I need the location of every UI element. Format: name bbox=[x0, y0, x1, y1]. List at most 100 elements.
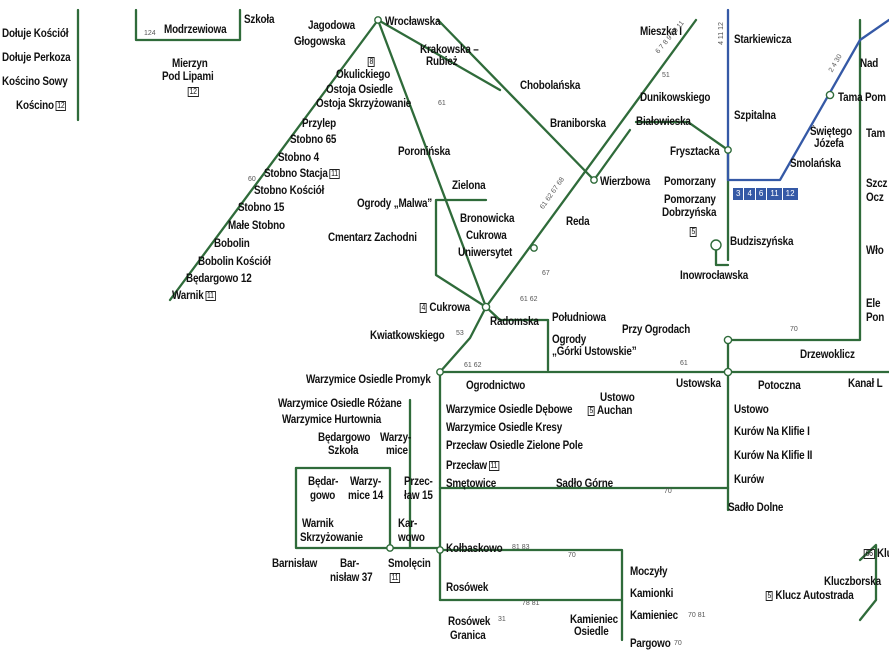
stop-barnislaw37-2[interactable]: nisław 37 bbox=[330, 572, 373, 584]
stop-warnik-skrz-2[interactable]: Skrzyżowanie bbox=[300, 532, 363, 544]
stop-kamieniec-osiedle-2[interactable]: Osiedle bbox=[574, 626, 609, 638]
stop-moczyly[interactable]: Moczyły bbox=[630, 566, 668, 578]
interchange-tama-pom[interactable] bbox=[825, 90, 835, 100]
stop-male-stobno[interactable]: Małe Stobno bbox=[228, 220, 285, 232]
stop-stobno4[interactable]: Stobno 4 bbox=[278, 152, 319, 164]
stop-doluje-perkoza[interactable]: Dołuje Perkoza bbox=[2, 52, 71, 64]
stop-kolbaskowo[interactable]: Kołbaskowo bbox=[446, 543, 503, 555]
stop-karwowo-1[interactable]: Kar- bbox=[398, 518, 418, 530]
stop-starkiewicza[interactable]: Starkiewicza bbox=[734, 34, 792, 46]
stop-barnislaw37-1[interactable]: Bar- bbox=[340, 558, 360, 570]
stop-ostoja-skrzyzowanie[interactable]: Ostoja Skrzyżowanie bbox=[316, 98, 412, 110]
stop-bronowicka-2[interactable]: Cukrowa bbox=[466, 230, 507, 242]
stop-bobolin-kosciol[interactable]: Bobolin Kościół bbox=[198, 256, 271, 268]
interchange-frysztacka[interactable] bbox=[724, 146, 732, 154]
stop-rosowek[interactable]: Rosówek bbox=[446, 582, 489, 594]
stop-wierzbowa[interactable]: Wierzbowa bbox=[600, 176, 651, 188]
stop-kurow-klifie1[interactable]: Kurów Na Klifie I bbox=[734, 426, 810, 438]
interchange-wierzbowa[interactable] bbox=[590, 176, 598, 184]
stop-bedargowo-szkola-1[interactable]: Będargowo bbox=[318, 432, 371, 444]
stop-bedargowo-1[interactable]: Będar- bbox=[308, 476, 339, 488]
stop-kurow-klifie2[interactable]: Kurów Na Klifie II bbox=[734, 450, 813, 462]
stop-glogowska[interactable]: Głogowska bbox=[294, 36, 346, 48]
stop-mierzyn-1[interactable]: Mierzyn bbox=[172, 58, 208, 70]
stop-rosowek-granica-2[interactable]: Granica bbox=[450, 630, 486, 642]
stop-rosowek-granica-1[interactable]: Rosówek bbox=[448, 616, 491, 628]
stop-bedargowo12[interactable]: Będargowo 12 bbox=[186, 273, 252, 285]
stop-frysztacka[interactable]: Frysztacka bbox=[670, 146, 720, 158]
stop-wlo[interactable]: Wło bbox=[866, 245, 884, 257]
stop-bedargowo-2[interactable]: gowo bbox=[310, 490, 336, 502]
stop-szcz-1[interactable]: Szcz bbox=[866, 178, 888, 190]
stop-warnik-skrz-1[interactable]: Warnik bbox=[302, 518, 334, 530]
stop-warzymice14-1[interactable]: Warzy- bbox=[350, 476, 382, 488]
stop-drzewolicz[interactable]: Drzewoklicz bbox=[800, 349, 855, 361]
stop-sadlo-dolne[interactable]: Sadło Dolne bbox=[728, 502, 784, 514]
stop-ele-2[interactable]: Pon bbox=[866, 312, 885, 324]
stop-nad[interactable]: Nad bbox=[860, 58, 879, 70]
interchange-smolecin[interactable] bbox=[386, 544, 394, 552]
stop-przeclaw15-1[interactable]: Przec- bbox=[404, 476, 433, 488]
interchange-budziszynska[interactable] bbox=[710, 239, 722, 251]
stop-braniborska[interactable]: Braniborska bbox=[550, 118, 606, 130]
stop-jagodowa[interactable]: Jagodowa bbox=[308, 20, 355, 32]
stop-sadlo-gorne[interactable]: Sadło Górne bbox=[556, 478, 613, 490]
stop-modrzewiowa[interactable]: Modrzewiowa bbox=[164, 24, 227, 36]
stop-krakowska-2[interactable]: Rubież bbox=[426, 56, 458, 68]
stop-warzymice-kresy[interactable]: Warzymice Osiedle Kresy bbox=[446, 422, 563, 434]
interchange-warzymice-promyk[interactable] bbox=[436, 368, 444, 376]
stop-potoczna[interactable]: Potoczna bbox=[758, 380, 801, 392]
stop-koscino-sowy[interactable]: Kościno Sowy bbox=[2, 76, 68, 88]
stop-swietego-jozefa-2[interactable]: Józefa bbox=[814, 138, 844, 150]
stop-swietego-jozefa-1[interactable]: Świętego bbox=[810, 126, 853, 138]
stop-ogrody-malwa[interactable]: Ogrody „Malwa” bbox=[357, 198, 433, 210]
stop-pomorzany-dobrzynska-2[interactable]: Dobrzyńska bbox=[662, 207, 717, 219]
stop-mierzyn-2[interactable]: Pod Lipami bbox=[162, 71, 214, 83]
stop-pomorzany-dobrzynska-1[interactable]: Pomorzany bbox=[664, 194, 716, 206]
stop-chobolanska[interactable]: Chobolańska bbox=[520, 80, 581, 92]
interchange-reda[interactable] bbox=[530, 244, 538, 252]
stop-szpitalna[interactable]: Szpitalna bbox=[734, 110, 776, 122]
stop-cukrowa[interactable]: 4 Cukrowa bbox=[419, 302, 470, 314]
stop-przy-ogrodach[interactable]: Przy Ogrodach bbox=[622, 324, 691, 336]
stop-kanal[interactable]: Kanał L bbox=[848, 378, 883, 390]
stop-bialowieska[interactable]: Białowieska bbox=[636, 116, 691, 128]
stop-dunikowskiego[interactable]: Dunikowskiego bbox=[640, 92, 711, 104]
stop-bobolin[interactable]: Bobolin bbox=[214, 238, 250, 250]
stop-ogrodnictwo[interactable]: Ogrodnictwo bbox=[466, 380, 526, 392]
interchange-przy-ogrodach[interactable] bbox=[723, 335, 733, 345]
stop-bronowicka-1[interactable]: Bronowicka bbox=[460, 213, 515, 225]
interchange-ustowska[interactable] bbox=[723, 367, 733, 377]
stop-tam[interactable]: Tam bbox=[866, 128, 886, 140]
stop-smolecin[interactable]: Smolęcin bbox=[388, 558, 431, 570]
stop-bedargowo-szkola-2[interactable]: Szkoła bbox=[328, 445, 359, 457]
stop-reda[interactable]: Reda bbox=[566, 216, 590, 228]
stop-stobno-kosciol[interactable]: Stobno Kościół bbox=[254, 185, 325, 197]
interchange-kolbaskowo[interactable] bbox=[436, 546, 444, 554]
stop-kwiatkowskiego[interactable]: Kwiatkowskiego bbox=[370, 330, 445, 342]
stop-zielona[interactable]: Zielona bbox=[452, 180, 486, 192]
stop-klucz-autostrada[interactable]: 5 Klucz Autostrada bbox=[765, 590, 854, 602]
stop-kurow[interactable]: Kurów bbox=[734, 474, 764, 486]
stop-pargowo[interactable]: Pargowo bbox=[630, 638, 671, 650]
stop-ustowo-auchan-2[interactable]: 5 Auchan bbox=[587, 405, 633, 417]
stop-doluje-kosciol[interactable]: Dołuje Kościół bbox=[2, 28, 69, 40]
stop-ustowo[interactable]: Ustowo bbox=[734, 404, 769, 416]
stop-warzymice14-2[interactable]: mice 14 bbox=[348, 490, 384, 502]
interchange-radomska[interactable] bbox=[481, 302, 491, 312]
stop-barnislaw[interactable]: Barnisław bbox=[272, 558, 318, 570]
stop-okulickiego[interactable]: Okulickiego bbox=[336, 69, 391, 81]
stop-krakowska-1[interactable]: Krakowska – bbox=[420, 44, 479, 56]
stop-szkola-top[interactable]: Szkoła bbox=[244, 14, 275, 26]
stop-warzymice-rozane[interactable]: Warzymice Osiedle Różane bbox=[278, 398, 402, 410]
stop-warzymice-debowe[interactable]: Warzymice Osiedle Dębowe bbox=[446, 404, 573, 416]
stop-szcz-2[interactable]: Ocz bbox=[866, 192, 884, 204]
stop-ustowo-auchan-1[interactable]: Ustowo bbox=[600, 392, 635, 404]
stop-ogrody-gorki-2[interactable]: „Górki Ustowskie” bbox=[552, 346, 637, 358]
stop-cmentarz-zachodni[interactable]: Cmentarz Zachodni bbox=[328, 232, 417, 244]
stop-ustowska[interactable]: Ustowska bbox=[676, 378, 721, 390]
stop-mieszka[interactable]: Mieszka I bbox=[640, 26, 682, 38]
